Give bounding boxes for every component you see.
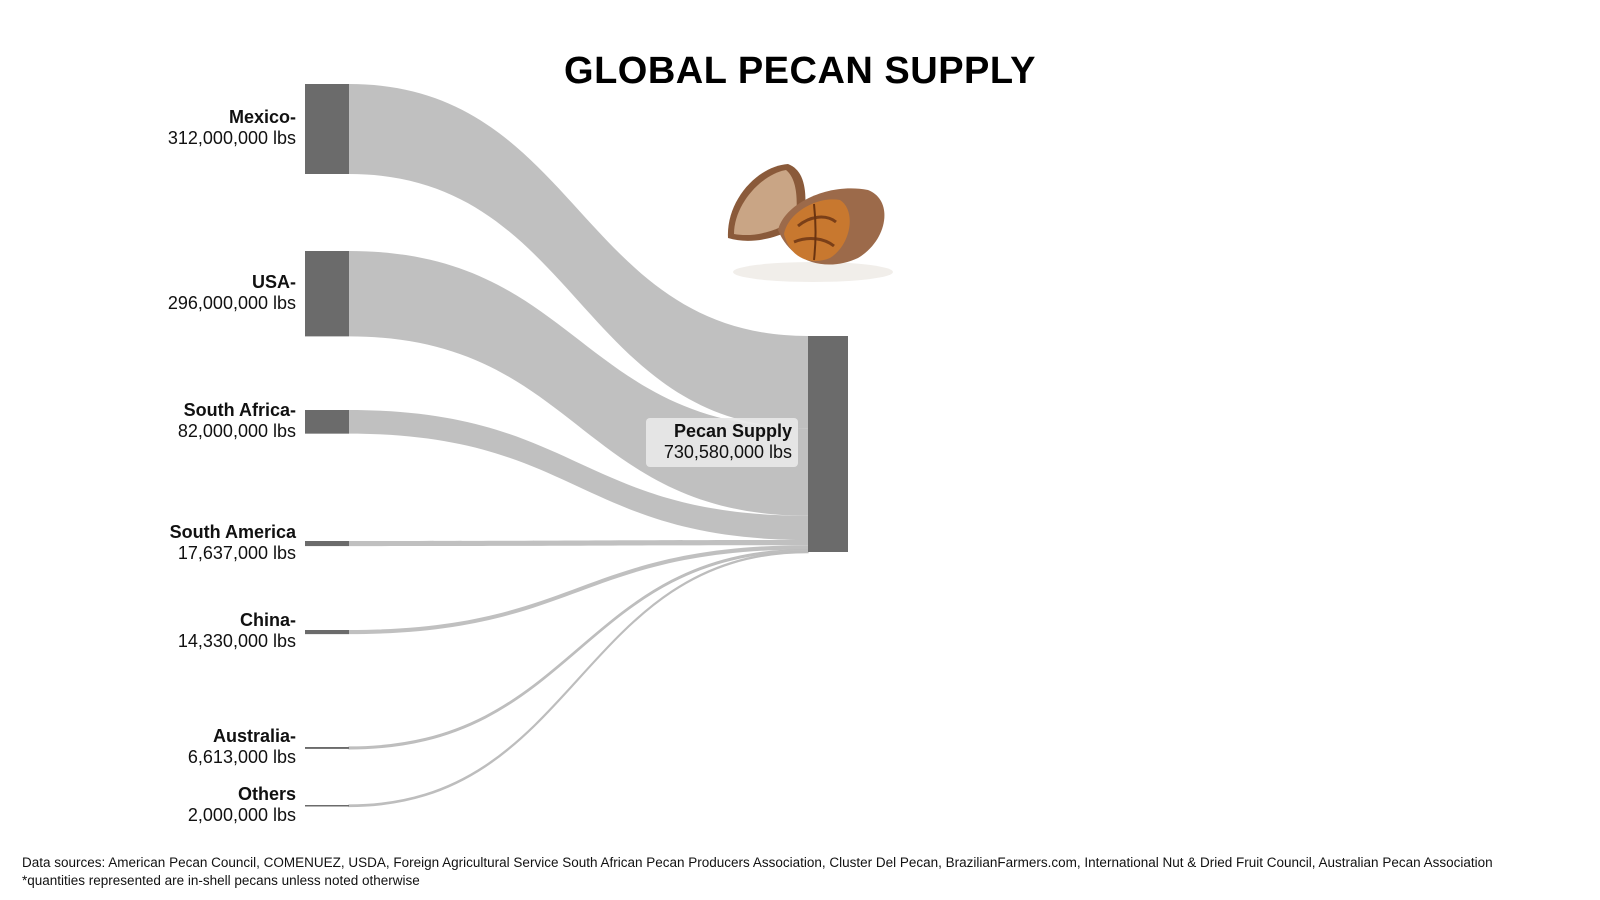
footer: Data sources: American Pecan Council, CO… (22, 854, 1592, 890)
source-name: China- (240, 610, 296, 631)
node-others (305, 805, 349, 807)
node-pecan-supply (808, 336, 848, 552)
target-value: 730,580,000 lbs (663, 442, 792, 462)
footnote-text: *quantities represented are in-shell pec… (22, 873, 420, 888)
node-australia (305, 747, 349, 749)
source-label: USA-296,000,000 lbs (36, 272, 296, 314)
target-label: Pecan Supply 730,580,000 lbs (646, 418, 798, 467)
node-usa (305, 251, 349, 337)
link-south-africa (349, 410, 808, 541)
source-name: USA- (252, 271, 296, 292)
source-value: 82,000,000 lbs (177, 420, 296, 441)
source-label: Mexico-312,000,000 lbs (36, 107, 296, 149)
sankey-nodes (305, 84, 848, 807)
source-value: 2,000,000 lbs (187, 804, 296, 825)
data-sources-text: Data sources: American Pecan Council, CO… (22, 855, 1493, 870)
node-mexico (305, 84, 349, 174)
source-name: Others (237, 783, 296, 804)
link-china (349, 545, 808, 635)
link-others (348, 550, 809, 808)
link-mexico (349, 84, 808, 429)
source-value: 312,000,000 lbs (167, 128, 296, 148)
source-value: 17,637,000 lbs (177, 542, 296, 563)
source-name: South America (169, 521, 296, 542)
link-south-america (349, 540, 808, 547)
source-value: 14,330,000 lbs (177, 631, 296, 652)
chart-title: GLOBAL PECAN SUPPLY (564, 50, 1036, 92)
node-china (305, 630, 349, 635)
target-name: Pecan Supply (673, 421, 792, 441)
source-name: Australia- (212, 725, 296, 746)
source-name: Mexico- (228, 107, 296, 127)
source-label: South Africa-82,000,000 lbs (36, 400, 296, 442)
node-south-america (305, 541, 349, 547)
source-value: 296,000,000 lbs (167, 292, 296, 313)
node-south-africa (305, 410, 349, 434)
source-label: China-14,330,000 lbs (36, 610, 296, 652)
pecan-nut-icon (727, 164, 893, 282)
source-value: 6,613,000 lbs (187, 746, 296, 767)
source-label: Australia-6,613,000 lbs (36, 726, 296, 768)
source-name: South Africa- (183, 399, 296, 420)
link-australia (348, 548, 809, 750)
